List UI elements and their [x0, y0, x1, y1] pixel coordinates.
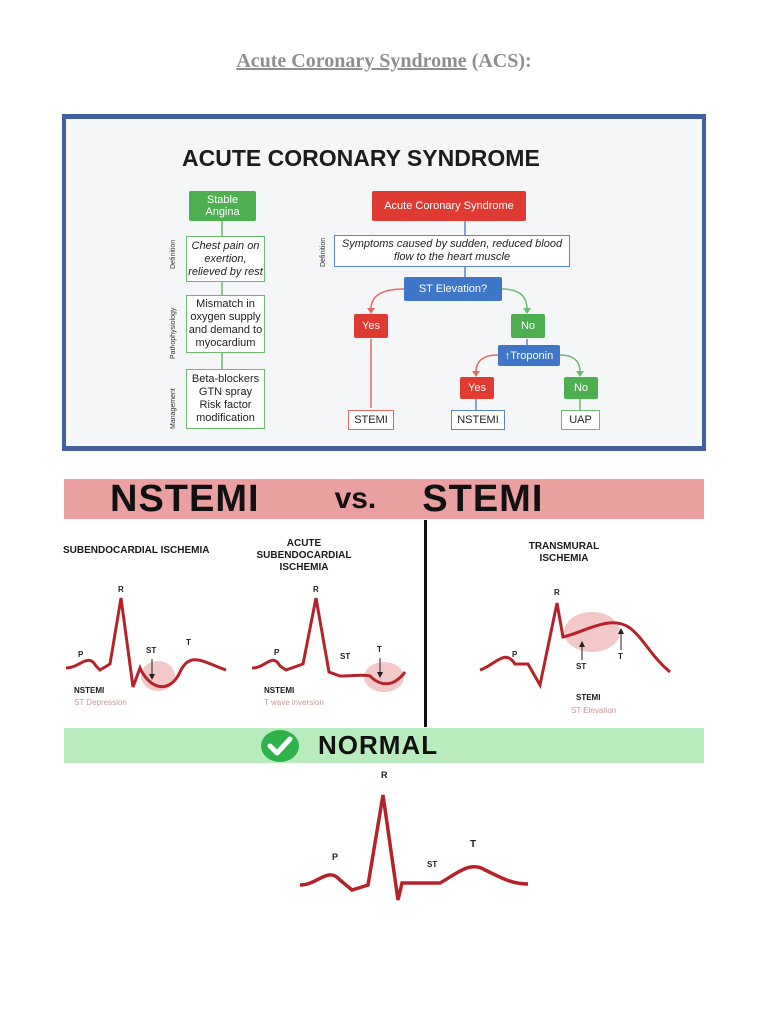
- panel1-p-label: P: [78, 650, 84, 659]
- page-title-suffix: (ACS):: [466, 50, 532, 72]
- st-arrowhead-3: [579, 641, 585, 647]
- st-elevation-highlight: [564, 612, 620, 652]
- nstemi-st-depression-wave: [65, 597, 227, 689]
- stemi-st-elevation-wave: [479, 602, 671, 690]
- panel3-subtitle: ST Elevation: [571, 706, 617, 715]
- normal-st-label: ST: [427, 860, 438, 869]
- comparison-divider: [424, 520, 427, 727]
- panel1-t-label: T: [186, 638, 191, 647]
- uap-outcome: UAP: [561, 410, 600, 430]
- st-no-box: No: [511, 314, 545, 338]
- panel2-t-label: T: [377, 645, 382, 654]
- stable-definition-box: Chest pain on exertion, relieved by rest: [186, 236, 265, 282]
- normal-p-label: P: [332, 852, 339, 862]
- no-branch-line: [501, 288, 528, 310]
- stable-angina-header: Stable Angina: [189, 191, 256, 221]
- normal-r-label: R: [381, 770, 388, 780]
- troponin-yes-arrow: [472, 371, 480, 377]
- st-elevation-question: ST Elevation?: [404, 277, 502, 301]
- panel2-r-label: R: [313, 585, 319, 594]
- troponin-yes-line: [475, 354, 499, 373]
- panel3-st-label: ST: [576, 662, 587, 671]
- panel3-p-label: P: [512, 650, 518, 659]
- normal-ecg-wave: [299, 794, 529, 901]
- panel2-title: ACUTE SUBENDOCARDIAL ISCHEMIA: [256, 538, 352, 573]
- panel3-r-label: R: [554, 588, 560, 597]
- st-yes-box: Yes: [354, 314, 388, 338]
- panel2-name: NSTEMI: [264, 686, 295, 695]
- panel3-t-label: T: [618, 652, 623, 661]
- nstemi-outcome: NSTEMI: [451, 410, 505, 430]
- st-arrowhead-1: [149, 674, 155, 680]
- panel1-subtitle: ST Depression: [74, 698, 127, 707]
- panel2-subtitle: T wave inversion: [264, 698, 324, 707]
- acs-definition-box: Symptoms caused by sudden, reduced blood…: [334, 235, 570, 267]
- normal-label: NORMAL: [318, 730, 439, 760]
- no-branch-arrow: [523, 308, 531, 314]
- banner-vs: vs.: [334, 482, 377, 515]
- panel1-title: SUBENDOCARDIAL ISCHEMIA: [63, 545, 210, 556]
- acs-flowchart-figure: ACUTE CORONARY SYNDROME Stable A: [62, 114, 706, 451]
- normal-banner: NORMAL: [64, 728, 704, 763]
- panel2-st-label: ST: [340, 652, 351, 661]
- nstemi-vs-stemi-banner: NSTEMI vs. STEMI: [64, 477, 704, 520]
- banner-nstemi: NSTEMI: [110, 477, 260, 520]
- nstemi-t-inversion-wave: [251, 597, 407, 686]
- panel3-title: TRANSMURAL ISCHEMIA: [528, 541, 600, 564]
- t-arrowhead-3: [618, 628, 624, 634]
- stable-pathophysiology-box: Mismatch in oxygen supply and demand to …: [186, 295, 265, 353]
- panel1-name: NSTEMI: [74, 686, 105, 695]
- panel1-r-label: R: [118, 585, 124, 594]
- panel1-st-label: ST: [146, 646, 157, 655]
- troponin-no-arrow: [576, 371, 584, 377]
- stable-management-box: Beta-blockers GTN spray Risk factor modi…: [186, 369, 265, 429]
- page-title: Acute Coronary Syndrome (ACS):: [0, 50, 768, 73]
- banner-stemi: STEMI: [422, 477, 544, 520]
- troponin-yes-box: Yes: [460, 377, 494, 399]
- t-arrowhead-2: [377, 672, 383, 678]
- acs-header: Acute Coronary Syndrome: [372, 191, 526, 221]
- yes-branch-arrow: [367, 308, 375, 314]
- page-title-main: Acute Coronary Syndrome: [236, 50, 467, 72]
- yes-branch-line: [370, 288, 405, 310]
- troponin-no-box: No: [564, 377, 598, 399]
- acs-flowchart-panel: ACUTE CORONARY SYNDROME Stable A: [66, 119, 702, 446]
- troponin-box: ↑Troponin: [498, 345, 560, 366]
- troponin-no-line: [559, 354, 581, 373]
- stemi-outcome: STEMI: [348, 410, 394, 430]
- flowchart-heading: ACUTE CORONARY SYNDROME: [182, 145, 540, 171]
- panel3-name: STEMI: [576, 693, 601, 702]
- panel2-p-label: P: [274, 648, 280, 657]
- normal-t-label: T: [470, 839, 477, 850]
- check-icon: [261, 730, 299, 762]
- t-inversion-highlight: [364, 662, 404, 692]
